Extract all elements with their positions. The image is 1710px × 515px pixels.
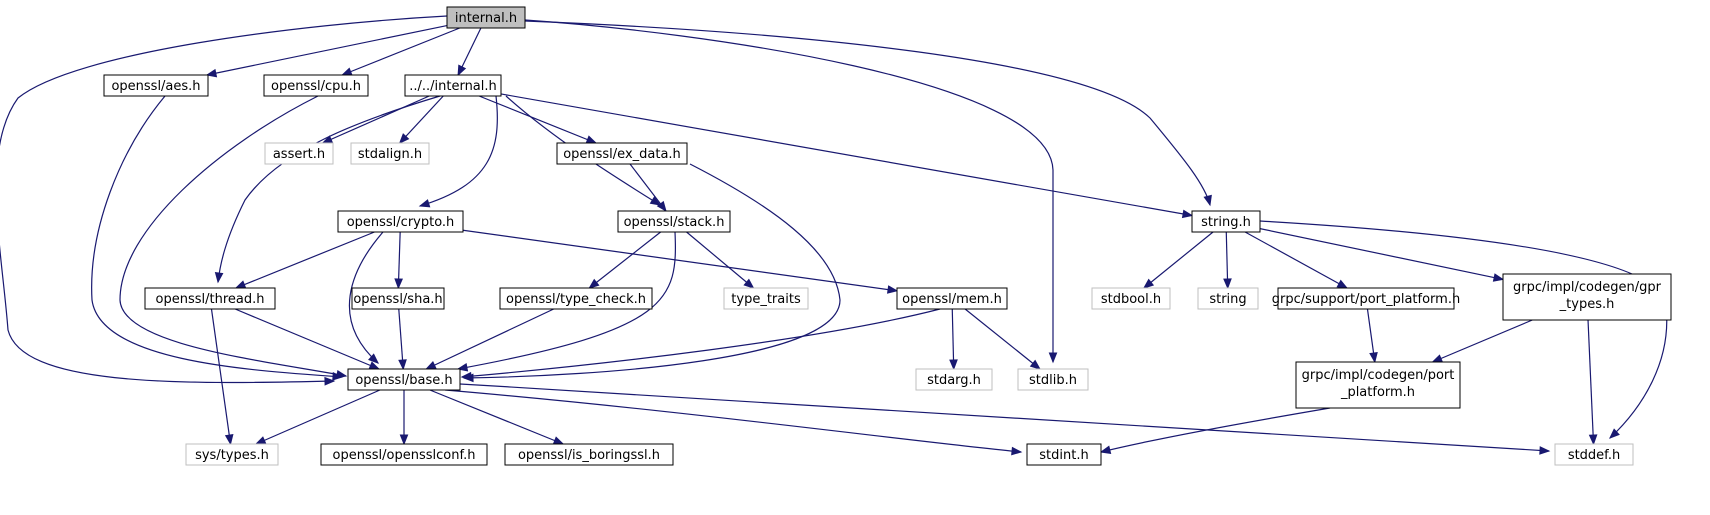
edge-ex_data_h-to-stack_h [629, 163, 667, 213]
node-stdint-h[interactable]: stdint.h [1026, 443, 1102, 466]
node-label: assert.h [273, 147, 325, 162]
node-type-check-h[interactable]: openssl/type_check.h [499, 287, 653, 310]
node-label: openssl/aes.h [111, 79, 200, 94]
node-label: openssl/ex_data.h [563, 147, 681, 162]
node-label: openssl/is_boringssl.h [518, 448, 660, 463]
node-gpr-types-h[interactable]: grpc/impl/codegen/gpr _types.h [1502, 273, 1672, 321]
edge-thread_h-to-sys_types_h [210, 308, 234, 446]
node-label: openssl/type_check.h [506, 292, 646, 307]
edge-internal_h-to-aes_h [205, 24, 448, 78]
node-stdbool-h: stdbool.h [1091, 287, 1171, 310]
node-ex-data-h[interactable]: openssl/ex_data.h [556, 142, 688, 165]
edge-port_platform_codegen-to-stdint_h [1099, 407, 1331, 454]
edge-internal_h-to-string_h [524, 20, 1212, 207]
node-label: type_traits [731, 292, 801, 307]
node-crypto-h[interactable]: openssl/crypto.h [337, 210, 464, 233]
edge-string_h-to-string [1223, 231, 1232, 290]
edge-string_h-to-gpr_types_h [1259, 228, 1505, 282]
node-stdlib-h: stdlib.h [1017, 368, 1089, 391]
node-opensslconf-h[interactable]: openssl/opensslconf.h [320, 443, 488, 466]
node-label: openssl/base.h [355, 373, 452, 388]
node-base-h[interactable]: openssl/base.h [347, 368, 461, 391]
edge-base_h-to-is_boringssl_h [429, 389, 565, 445]
edge-crypto_h-to-sha_h [394, 231, 403, 290]
node-label: string.h [1201, 215, 1251, 230]
edge-mem_h-to-stdarg_h [949, 308, 958, 371]
node-label: stdint.h [1039, 448, 1088, 463]
node-label: stdlib.h [1029, 373, 1077, 388]
node-label: internal.h [455, 11, 517, 26]
node-aes-h[interactable]: openssl/aes.h [103, 74, 209, 97]
edge-internal_h-to-base_h [0, 15, 448, 386]
node-is-boringssl-h[interactable]: openssl/is_boringssl.h [504, 443, 674, 466]
node-up-internal-h[interactable]: ../../internal.h [404, 74, 502, 97]
node-label: openssl/crypto.h [347, 215, 455, 230]
node-string: string [1197, 287, 1259, 310]
node-label: stdbool.h [1101, 292, 1161, 307]
node-port-platform-support[interactable]: grpc/support/port_platform.h [1272, 287, 1460, 310]
node-label: grpc/impl/codegen/port [1302, 368, 1455, 383]
edge-sha_h-to-base_h [398, 308, 407, 371]
node-label: openssl/sha.h [353, 292, 442, 307]
edge-cpu_h-to-base_h [119, 95, 348, 379]
edge-layer [0, 15, 1668, 456]
edge-stack_h-to-type_check_h [588, 231, 662, 289]
edge-internal_h-to-stdlib_h [524, 19, 1058, 364]
node-port-platform-codegen[interactable]: grpc/impl/codegen/port _platform.h [1295, 361, 1461, 409]
node-label: ../../internal.h [409, 79, 497, 94]
node-string-h[interactable]: string.h [1191, 210, 1261, 233]
node-label: openssl/opensslconf.h [333, 448, 476, 463]
edge-mem_h-to-base_h [460, 308, 941, 381]
edge-type_check_h-to-base_h [425, 308, 554, 370]
edge-up_internal_h-to-assert_h [321, 95, 430, 144]
node-mem-h[interactable]: openssl/mem.h [896, 287, 1008, 310]
edge-gpr_types_h-to-port_platform_codegen [1431, 319, 1533, 363]
node-type-traits: type_traits [723, 287, 809, 310]
node-label: _types.h [1559, 297, 1615, 312]
edge-crypto_h-to-base_h [348, 231, 384, 364]
edge-string_h-to-stdbool_h [1142, 231, 1214, 289]
node-label: stdalign.h [358, 147, 422, 162]
edge-ex_data_h-to-base_h [462, 163, 841, 383]
edge-base_h-to-opensslconf_h [399, 390, 409, 446]
node-label: openssl/mem.h [902, 292, 1002, 307]
edge-crypto_h-to-mem_h [462, 229, 899, 294]
node-thread-h[interactable]: openssl/thread.h [144, 287, 276, 310]
node-label: openssl/stack.h [624, 215, 725, 230]
node-stdarg-h: stdarg.h [915, 368, 993, 391]
edge-up_internal_h-to-string_h [500, 93, 1194, 219]
edge-base_h-to-stddef_h [459, 383, 1551, 455]
node-label: grpc/impl/codegen/gpr [1513, 280, 1662, 295]
node-label: _platform.h [1340, 385, 1415, 400]
edge-base_h-to-sys_types_h [254, 389, 381, 445]
edge-up_internal_h-to-stdalign_h [398, 95, 444, 144]
edge-up_internal_h-to-thread_h [214, 95, 441, 284]
node-sys-types-h: sys/types.h [185, 443, 279, 466]
edge-stack_h-to-type_traits [686, 231, 755, 289]
edge-internal_h-to-up_internal_h [457, 27, 482, 77]
edge-string_h-to-port_platform_support [1244, 231, 1349, 289]
node-cpu-h[interactable]: openssl/cpu.h [263, 74, 369, 97]
node-layer: internal.h openssl/aes.h openssl/cpu.h ../.… [103, 6, 1672, 466]
node-assert-h: assert.h [264, 142, 334, 165]
node-stdalign-h: stdalign.h [350, 142, 430, 165]
node-label: openssl/thread.h [156, 292, 265, 307]
edge-mem_h-to-stdlib_h [964, 308, 1041, 370]
edge-gpr_types_h-to-stddef_h [1587, 319, 1598, 446]
node-stddef-h: stddef.h [1554, 443, 1634, 466]
node-label: string [1209, 292, 1246, 307]
node-label: stdarg.h [927, 373, 981, 388]
node-internal-h: internal.h [446, 6, 526, 29]
node-sha-h[interactable]: openssl/sha.h [351, 287, 445, 310]
edge-up_internal_h-to-crypto_h [418, 95, 498, 208]
node-stack-h[interactable]: openssl/stack.h [617, 210, 731, 233]
node-label: openssl/cpu.h [271, 79, 361, 94]
node-label: grpc/support/port_platform.h [1272, 292, 1460, 307]
edge-port_platform_support-to-port_platform_codegen [1366, 308, 1378, 364]
edge-base_h-to-stdint_h [444, 389, 1023, 456]
node-label: stddef.h [1568, 448, 1620, 463]
node-label: sys/types.h [195, 448, 269, 463]
